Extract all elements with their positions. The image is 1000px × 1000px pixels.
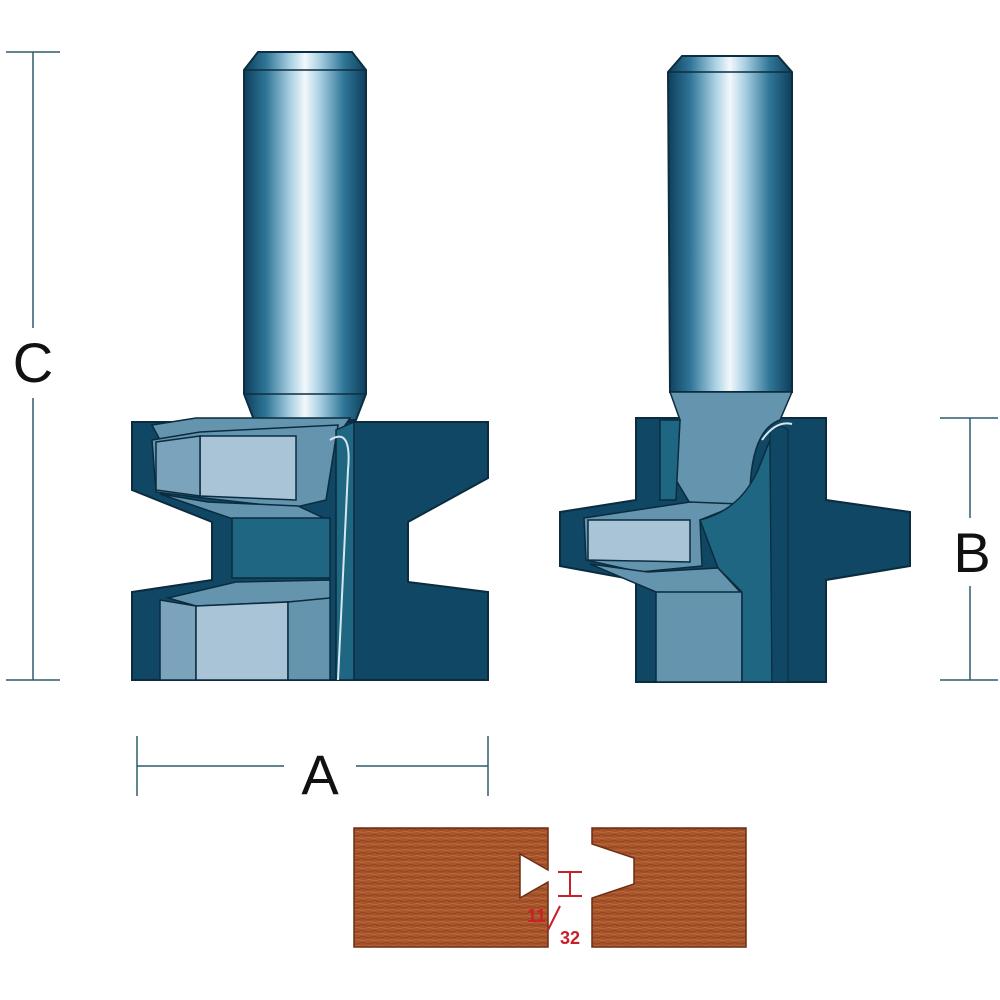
dimension-c: C xyxy=(6,51,60,681)
groove-height-marker xyxy=(558,871,582,897)
fraction-numerator: 11 xyxy=(527,906,546,926)
left-wood-piece xyxy=(353,827,549,948)
right-wood-piece xyxy=(591,827,747,948)
dimension-a-label: A xyxy=(301,743,339,806)
groove-fraction: 11 32 xyxy=(527,905,580,948)
dimension-c-label: C xyxy=(13,331,53,394)
right-cutter-body xyxy=(559,391,911,683)
left-shank xyxy=(243,51,367,421)
dimension-b: B xyxy=(940,417,998,681)
right-router-bit xyxy=(559,55,911,683)
right-shank xyxy=(666,55,793,393)
left-cutter-body xyxy=(131,417,489,681)
wood-joint-profile: 11 32 xyxy=(353,827,747,948)
left-router-bit xyxy=(131,51,489,681)
dimension-a: A xyxy=(136,736,489,806)
fraction-denominator: 32 xyxy=(560,928,580,948)
dimension-b-label: B xyxy=(953,521,990,584)
